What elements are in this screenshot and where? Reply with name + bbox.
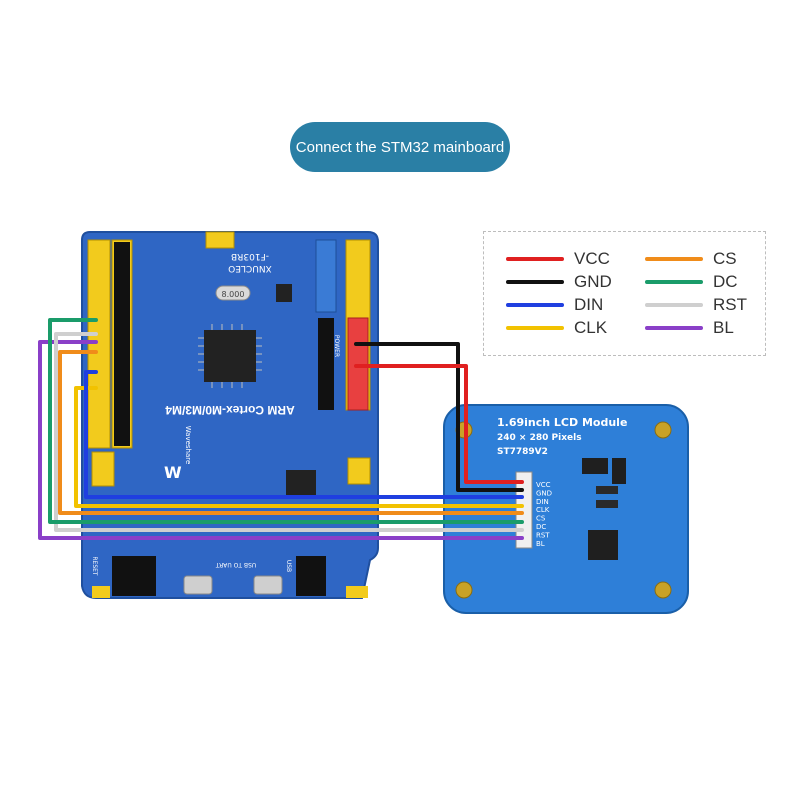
legend-label-bl: BL — [713, 318, 734, 337]
legend-item-clk: CLK — [506, 318, 607, 338]
legend-item-bl: BL — [645, 318, 734, 338]
legend-item-gnd: GND — [506, 272, 612, 292]
legend-swatch-clk — [506, 326, 564, 330]
legend-swatch-din — [506, 303, 564, 307]
legend-label-gnd: GND — [574, 272, 612, 291]
stm32-mainboard: 8.000 XNUCLEO -F103RB ARM Cortex-M0/M3/M… — [81, 231, 379, 599]
legend-label-dc: DC — [713, 272, 738, 291]
lcd-pin-dc: DC — [536, 523, 546, 531]
legend-item-vcc: VCC — [506, 249, 610, 269]
legend-swatch-dc — [645, 280, 703, 284]
wires — [38, 318, 524, 540]
power-label: POWER — [333, 335, 340, 357]
lcd-driver: ST7789V2 — [497, 447, 548, 457]
wire-rst — [54, 332, 524, 532]
legend-label-vcc: VCC — [574, 249, 610, 268]
legend-label-din: DIN — [574, 295, 604, 314]
legend-swatch-vcc — [506, 257, 564, 261]
lcd-pin-rst: RST — [536, 531, 550, 539]
wire-gnd — [354, 342, 524, 492]
legend-label-cs: CS — [713, 249, 737, 268]
wire-dc — [48, 318, 524, 524]
lcd-module: 1.69inch LCD Module 240 × 280 Pixels ST7… — [443, 404, 689, 614]
usb-label: USB — [285, 560, 292, 572]
crystal-label: 8.000 — [222, 290, 245, 299]
board-chip-label: -F103RB — [231, 251, 269, 261]
wire-vcc — [354, 364, 524, 484]
legend-swatch-rst — [645, 303, 703, 307]
wire-bl — [38, 340, 524, 540]
legend-label-rst: RST — [713, 295, 747, 314]
lcd-resolution: 240 × 280 Pixels — [497, 433, 582, 443]
board-brand-label: Waveshare — [184, 426, 192, 465]
lcd-pin-din: DIN — [536, 498, 549, 506]
svg-text:W: W — [164, 463, 182, 482]
wire-din — [84, 370, 524, 499]
lcd-pin-bl: BL — [536, 540, 545, 548]
lcd-pin-clk: CLK — [536, 506, 550, 514]
reset-label: RESET — [91, 556, 98, 576]
board-model-label: XNUCLEO — [228, 263, 272, 273]
wire-cs — [58, 350, 524, 515]
lcd-pin-gnd: GND — [536, 489, 552, 497]
title-banner: Connect the STM32 mainboard — [290, 122, 510, 172]
legend-item-din: DIN — [506, 295, 603, 315]
legend-swatch-bl — [645, 326, 703, 330]
usb-uart-label: USB TO UART — [215, 561, 256, 568]
legend-item-rst: RST — [645, 295, 747, 315]
board-core-label: ARM Cortex-M0/M3/M4 — [165, 403, 295, 417]
lcd-pin-cs: CS — [536, 515, 546, 523]
wire-legend: VCC GND DIN CLK CS DC RST BL — [483, 231, 766, 356]
legend-swatch-cs — [645, 257, 703, 261]
lcd-title: 1.69inch LCD Module — [497, 416, 627, 429]
legend-item-cs: CS — [645, 249, 737, 269]
legend-swatch-gnd — [506, 280, 564, 284]
lcd-pin-vcc: VCC — [536, 481, 551, 489]
legend-label-clk: CLK — [574, 318, 608, 337]
legend-item-dc: DC — [645, 272, 738, 292]
